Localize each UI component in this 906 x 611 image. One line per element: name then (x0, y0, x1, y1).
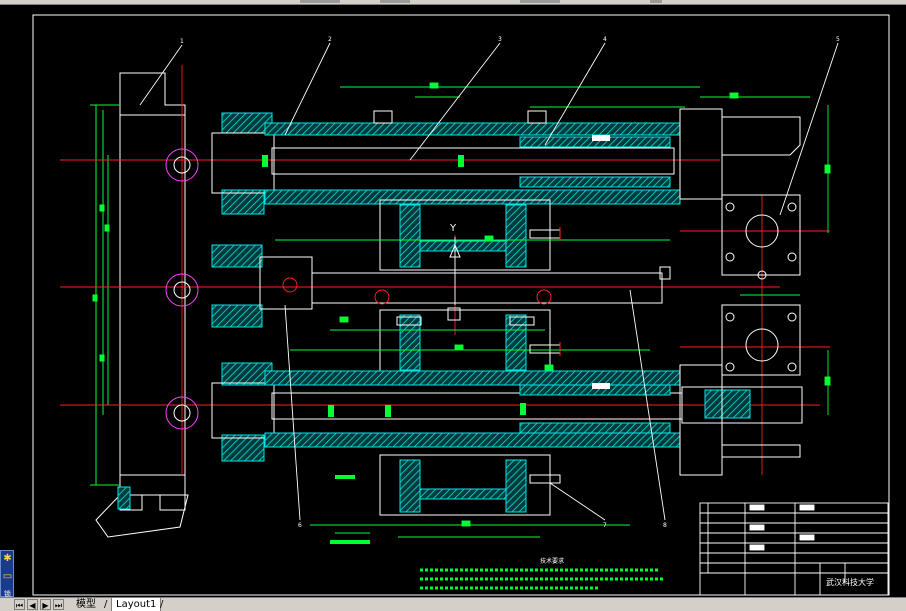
upper-head (679, 108, 801, 280)
balloon-8: 8 (663, 522, 667, 529)
toolbar-chip (520, 0, 560, 3)
drawing-border (32, 14, 890, 596)
first-tab-button[interactable]: ⏮ (14, 599, 25, 610)
panel-icon: ▭ (2, 571, 13, 582)
technical-requirements: 技术要求 (330, 475, 665, 590)
balloon-4: 4 (603, 36, 607, 43)
balloon-1: 1 (180, 38, 184, 45)
balloon-2: 2 (328, 36, 332, 43)
axis-label: Y (449, 223, 457, 234)
toolbar-chip (300, 0, 340, 3)
title-block: 武汉科技大学 (699, 502, 889, 596)
title-block-institution: 武汉科技大学 (826, 577, 874, 587)
left-dimensions (90, 104, 120, 486)
centerlines (60, 65, 830, 475)
balloon-3: 3 (498, 36, 502, 43)
balloon-numbers: 1 2 3 4 5 6 7 8 (180, 36, 840, 529)
next-tab-button[interactable]: ▶ (40, 599, 51, 610)
balloon-6: 6 (298, 522, 302, 529)
left-bracket (95, 72, 189, 538)
layout-tab-bar: ⏮ ◀ ▶ ⏭ 模型 / Layout1 / (0, 597, 906, 611)
top-toolbar-strip (0, 0, 906, 5)
lower-head (679, 304, 801, 476)
toolbar-chip (380, 0, 410, 3)
side-lock-widget[interactable]: ✱ ▭ 锁 (0, 550, 14, 598)
lower-cylinder (211, 362, 803, 516)
prev-tab-button[interactable]: ◀ (27, 599, 38, 610)
side-widget-label: 锁 (4, 590, 11, 598)
fittings (529, 227, 561, 484)
tab-separator-end: / (160, 599, 164, 610)
drawing-canvas[interactable]: 1 2 3 4 5 6 7 8 Y 技术要求 (0, 5, 906, 597)
middle-rod-assembly (211, 199, 671, 376)
balloon-7: 7 (603, 522, 607, 529)
tech-title: 技术要求 (540, 557, 564, 565)
star-icon: ✱ (3, 553, 12, 564)
balloon-5: 5 (836, 36, 840, 43)
leader-lines (139, 42, 839, 521)
tab-separator: / (104, 599, 108, 610)
axis-marker: Y (449, 223, 461, 305)
last-tab-button[interactable]: ⏭ (53, 599, 64, 610)
tab-model[interactable]: 模型 (76, 599, 96, 610)
cad-drawing[interactable]: 1 2 3 4 5 6 7 8 Y 技术要求 (0, 5, 906, 597)
dimension-lines (275, 82, 831, 538)
upper-cylinder (211, 110, 681, 215)
toolbar-chip (650, 0, 662, 3)
tab-layout1[interactable]: Layout1 (111, 598, 162, 611)
pivot-joints (165, 148, 199, 430)
